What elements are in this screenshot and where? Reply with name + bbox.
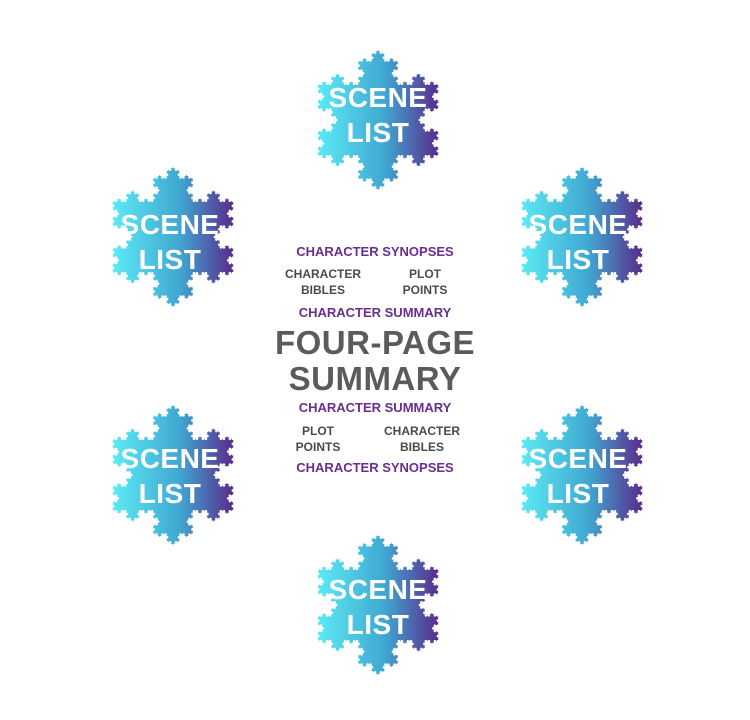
- plot-points-bottom: PLOT POINTS: [283, 423, 353, 455]
- scene-label-line2: LIST: [346, 117, 410, 148]
- snowflake-shape-upper-right: [521, 167, 643, 307]
- plot-line2: POINTS: [402, 283, 448, 297]
- plot-line1: PLOT: [409, 267, 441, 281]
- scene-list-label-upper-right: SCENE LIST: [503, 207, 653, 277]
- scene-label-line1: SCENE: [328, 574, 428, 605]
- character-summary-bottom: CHARACTER SUMMARY: [298, 400, 452, 415]
- snowflake-shape-bottom: [317, 535, 439, 675]
- character-summary-top: CHARACTER SUMMARY: [298, 305, 452, 320]
- bibles-line1: CHARACTER: [285, 267, 361, 281]
- scene-label-line2: LIST: [138, 478, 202, 509]
- scene-label-line2: LIST: [546, 244, 610, 275]
- plot-line2: POINTS: [295, 440, 341, 454]
- four-page-summary-title: FOUR-PAGE SUMMARY: [235, 325, 515, 397]
- scene-list-label-bottom: SCENE LIST: [303, 572, 453, 642]
- bibles-line1: CHARACTER: [384, 424, 460, 438]
- character-bibles-top: CHARACTER BIBLES: [268, 266, 378, 298]
- scene-label-line2: LIST: [546, 478, 610, 509]
- snowflake-shape-lower-right: [521, 405, 643, 545]
- scene-label-line1: SCENE: [528, 443, 628, 474]
- bibles-line2: BIBLES: [300, 283, 345, 297]
- plot-line1: PLOT: [302, 424, 334, 438]
- scene-label-line1: SCENE: [528, 209, 628, 240]
- snowflake-shape-lower-left: [112, 405, 234, 545]
- bibles-line2: BIBLES: [399, 440, 444, 454]
- character-synopses-top: CHARACTER SYNOPSES: [296, 244, 454, 259]
- scene-list-label-lower-right: SCENE LIST: [503, 441, 653, 511]
- character-bibles-bottom: CHARACTER BIBLES: [367, 423, 477, 455]
- scene-label-line1: SCENE: [120, 209, 220, 240]
- scene-label-line2: LIST: [138, 244, 202, 275]
- scene-label-line2: LIST: [346, 609, 410, 640]
- character-synopses-bottom: CHARACTER SYNOPSES: [296, 460, 454, 475]
- snowflake-shape-upper-left: [112, 167, 234, 307]
- scene-label-line1: SCENE: [120, 443, 220, 474]
- plot-points-top: PLOT POINTS: [390, 266, 460, 298]
- scene-label-line1: SCENE: [328, 82, 428, 113]
- scene-list-label-top: SCENE LIST: [303, 80, 453, 150]
- title-line2: SUMMARY: [288, 360, 462, 397]
- scene-list-label-lower-left: SCENE LIST: [95, 441, 245, 511]
- scene-list-label-upper-left: SCENE LIST: [95, 207, 245, 277]
- snowflake-shape-top: [317, 50, 439, 190]
- title-line1: FOUR-PAGE: [274, 324, 476, 361]
